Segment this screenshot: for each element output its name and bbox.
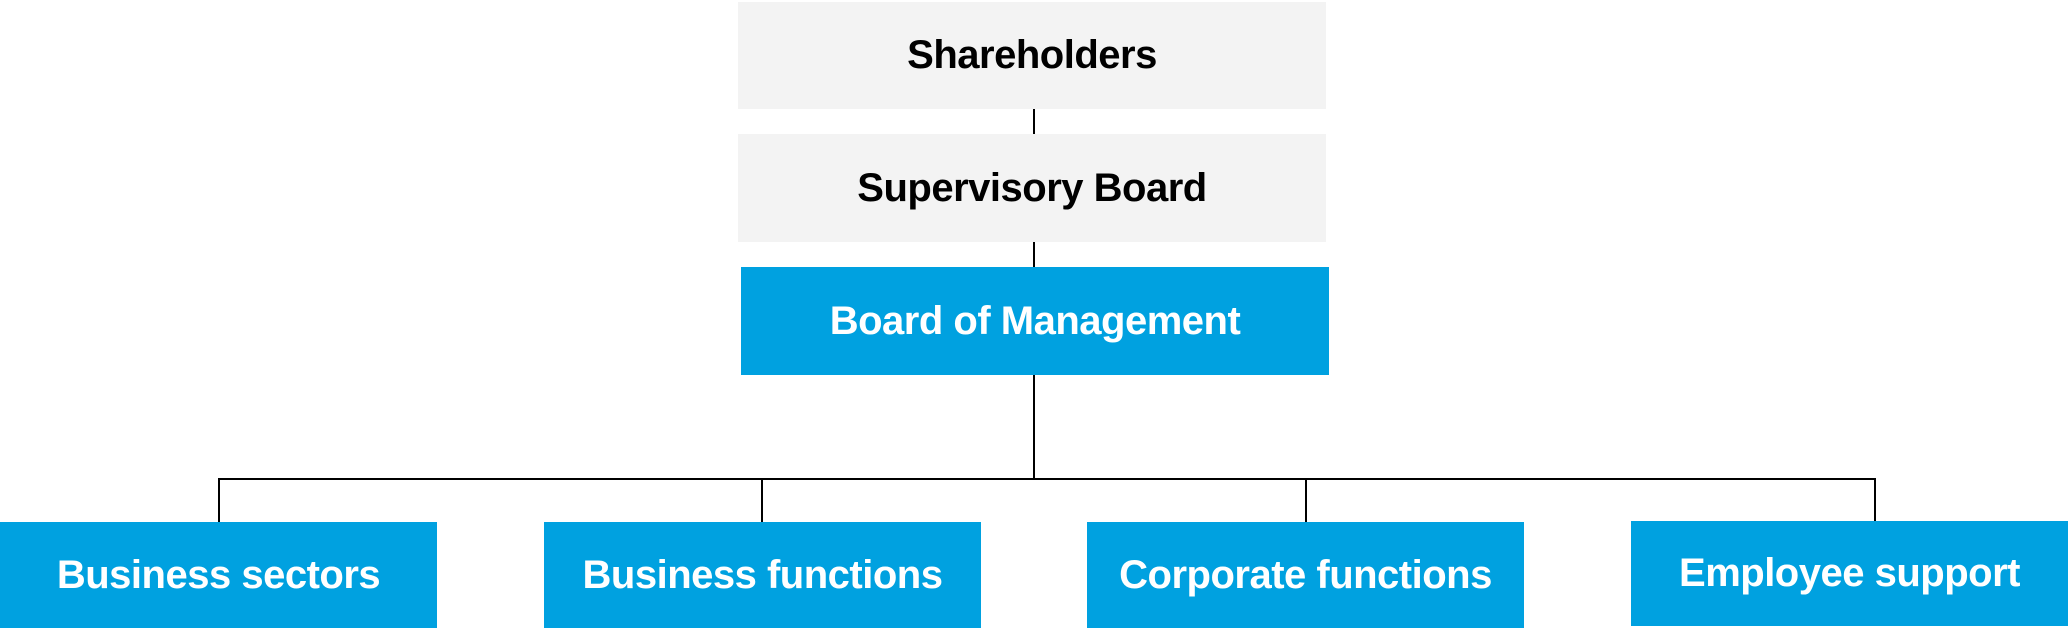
supervisory-board-box: Supervisory Board	[738, 134, 1326, 242]
board-of-management-box: Board of Management	[741, 267, 1329, 375]
supervisory-board-label: Supervisory Board	[857, 165, 1207, 210]
connector-supervisory-management	[1033, 242, 1035, 267]
business-functions-label: Business functions	[582, 552, 943, 597]
employee-support-box: Employee support	[1631, 521, 2068, 626]
shareholders-box: Shareholders	[738, 2, 1326, 109]
connector-shareholders-supervisory	[1033, 109, 1035, 134]
connector-drop-corporate-functions	[1305, 478, 1307, 522]
connector-management-trunk	[1033, 375, 1035, 479]
employee-support-label: Employee support	[1679, 551, 2020, 595]
board-of-management-label: Board of Management	[829, 298, 1241, 343]
corporate-functions-label: Corporate functions	[1119, 552, 1492, 597]
corporate-functions-box: Corporate functions	[1087, 522, 1524, 628]
business-sectors-box: Business sectors	[0, 522, 437, 628]
shareholders-label: Shareholders	[907, 33, 1157, 77]
business-sectors-label: Business sectors	[56, 552, 381, 597]
connector-drop-employee-support	[1874, 478, 1876, 522]
connector-horizontal-bar	[218, 478, 1876, 480]
business-functions-box: Business functions	[544, 522, 981, 628]
connector-drop-business-functions	[761, 478, 763, 522]
connector-drop-business-sectors	[218, 478, 220, 522]
